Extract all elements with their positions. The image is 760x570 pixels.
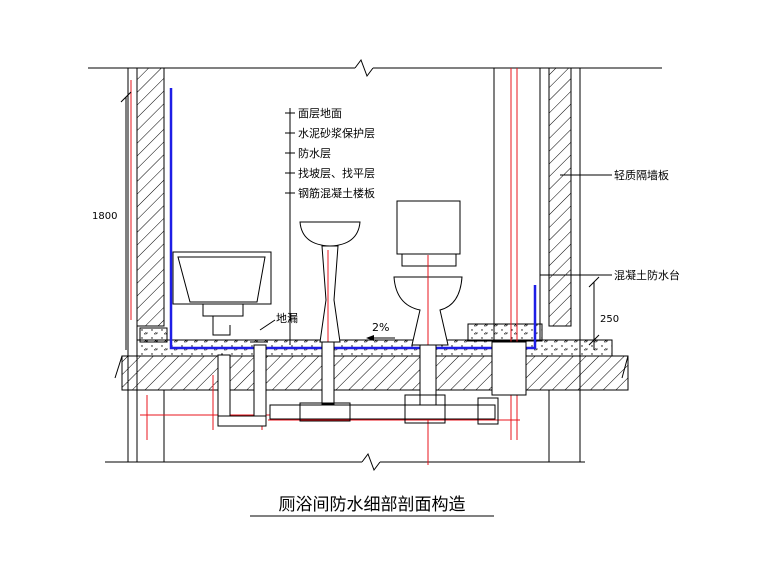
drawing-title: 厕浴间防水细部剖面构造 xyxy=(279,495,466,515)
layer-waterproofing: 防水层 xyxy=(298,146,331,160)
layer-leader xyxy=(285,108,295,345)
waterproof-layer xyxy=(169,88,537,350)
layer-rc-slab: 钢筋混凝土楼板 xyxy=(298,186,375,200)
layer-callouts: 面层地面 水泥砂浆保护层 防水层 找坡层、找平层 钢筋混凝土楼板 xyxy=(298,107,375,200)
right-partition-wall xyxy=(493,67,581,462)
slope-arrow xyxy=(366,335,395,341)
dim-1800-line xyxy=(120,91,132,350)
dim-250-label: 250 xyxy=(600,314,619,325)
dim-250-line xyxy=(588,276,600,350)
drain-pipes xyxy=(217,341,527,427)
layer-slope-leveling: 找坡层、找平层 xyxy=(298,166,375,180)
curb-label: 混凝土防水台 xyxy=(614,268,680,282)
layer-finish-floor: 面层地面 xyxy=(298,107,342,120)
bottom-break-line xyxy=(105,452,585,472)
partition-label: 轻质隔墙板 xyxy=(614,168,669,182)
layer-mortar-protection: 水泥砂浆保护层 xyxy=(298,126,375,140)
top-break-line xyxy=(88,58,662,78)
left-curb xyxy=(139,327,168,343)
dim-1800-label: 1800 xyxy=(92,211,117,222)
floor-drain xyxy=(250,319,276,343)
right-curb xyxy=(467,323,543,342)
floor-drain-label: 地漏 xyxy=(276,312,298,325)
wash-basin xyxy=(299,221,361,343)
slope-label: 2% xyxy=(372,321,389,334)
bathtub xyxy=(172,251,272,336)
left-wall xyxy=(127,67,165,462)
